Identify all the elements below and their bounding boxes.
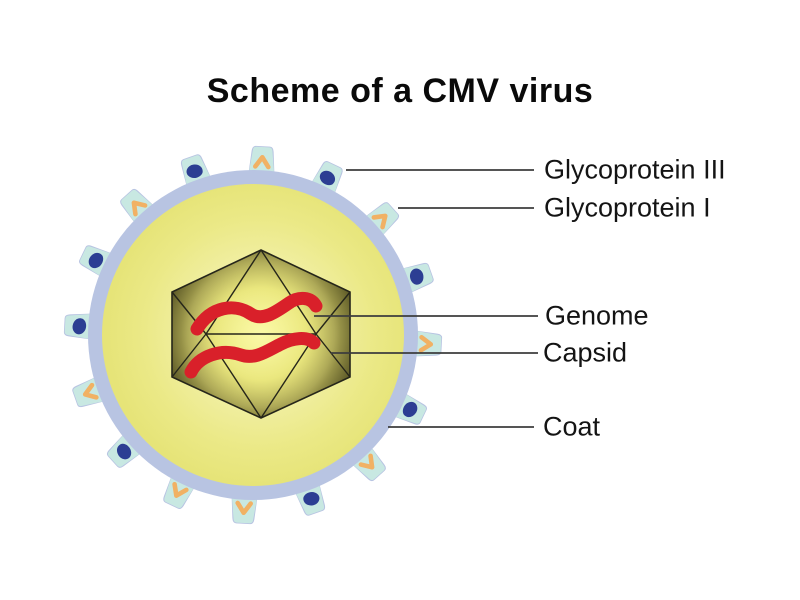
- genome-strand: [184, 332, 321, 379]
- glycoprotein-iii-blob: [402, 401, 418, 418]
- label-genome: Genome: [545, 300, 649, 331]
- capsid-outline: [171, 249, 351, 419]
- capsid-facet-edge: [205, 249, 262, 335]
- glycoprotein-iii-blob: [116, 443, 132, 460]
- glycoprotein-iii-blob: [186, 164, 203, 178]
- capsid-facet-edge: [260, 333, 317, 419]
- glycoprotein-i-chevron: [371, 213, 388, 230]
- capsid-facet-edge: [171, 333, 207, 378]
- leader-lines: [314, 169, 538, 428]
- page-title: Scheme of a CMV virus: [206, 72, 594, 110]
- glycoprotein-i-chevron: [131, 200, 148, 217]
- glycoprotein-iii-blob: [303, 492, 320, 506]
- glycoprotein-i-chevron: [253, 154, 271, 170]
- genome-group: [184, 292, 323, 379]
- glycoprotein-iii-blob: [410, 268, 424, 285]
- glycoprotein-i-chevron: [358, 453, 375, 470]
- glycoprotein-i-chevron: [418, 335, 434, 353]
- spike-tip: [362, 203, 399, 239]
- label-coat: Coat: [543, 411, 601, 442]
- genome-strand: [190, 292, 323, 336]
- spike-tip: [121, 189, 157, 226]
- glycoprotein-i-chevron: [82, 382, 99, 400]
- glycoprotein-iii-blob: [72, 318, 87, 335]
- spike-tip: [349, 444, 385, 481]
- glycoprotein-iii-blob: [88, 252, 104, 269]
- glycoprotein-i-chevron: [235, 500, 253, 516]
- glycoprotein-i-chevron: [172, 481, 189, 498]
- label-glycoprotein-i: Glycoprotein I: [544, 192, 711, 223]
- capsid-facet-edge: [315, 291, 351, 335]
- capsid-facet-edge: [260, 249, 317, 335]
- capsid-facet-edge: [315, 333, 351, 378]
- glycoprotein-iii-blob: [319, 170, 336, 186]
- label-glycoprotein-iii: Glycoprotein III: [544, 154, 726, 185]
- label-capsid: Capsid: [543, 337, 628, 368]
